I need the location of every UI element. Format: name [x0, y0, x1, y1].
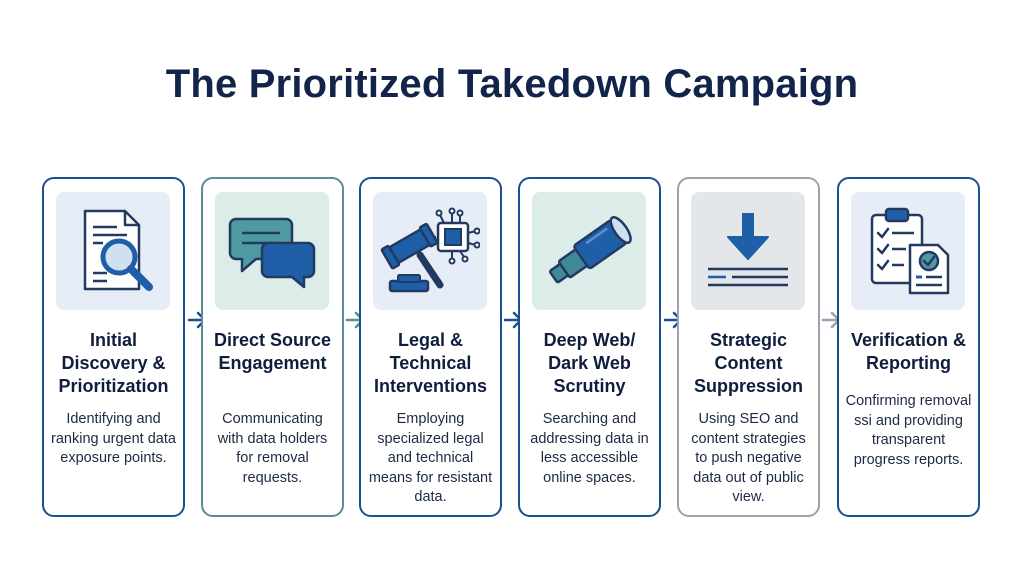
- step-card-direct-source: Direct Source Engagement Communicating w…: [201, 177, 344, 517]
- step-description: Employing specialized legal and technica…: [368, 411, 493, 505]
- step-title: Initial Discovery & Prioritization: [58, 330, 169, 396]
- down-arrow-lines-icon: [708, 213, 788, 287]
- step-card-content-suppression: Strategic Content Suppression Using SEO …: [677, 177, 820, 517]
- step-description: Communicating with data holders for remo…: [217, 411, 328, 486]
- step-title: Deep Web/ Dark Web Scrutiny: [543, 330, 636, 396]
- chat-bubbles-icon: [228, 217, 316, 289]
- step-description: Identifying and ranking urgent data expo…: [51, 411, 176, 466]
- icon-box: [851, 192, 965, 310]
- icon-box: [56, 192, 170, 310]
- icon-box: [532, 192, 646, 310]
- icon-box: [215, 192, 329, 310]
- page-title: The Prioritized Takedown Campaign: [165, 62, 859, 106]
- clipboard-checklist-icon: [870, 207, 950, 295]
- step-description: Confirming removal ssi and providing tra…: [845, 393, 972, 468]
- step-card-deep-web: Deep Web/ Dark Web Scrutiny Searching an…: [518, 177, 661, 517]
- icon-box: [373, 192, 487, 310]
- step-description: Using SEO and content strategies to push…: [691, 411, 806, 505]
- step-description: Searching and addressing data in less ac…: [530, 411, 649, 486]
- step-card-initial-discovery: Initial Discovery & Prioritization Ident…: [42, 177, 185, 517]
- document-magnifier-icon: [83, 209, 153, 291]
- gavel-chip-icon: [380, 207, 480, 293]
- step-title: Legal & Technical Interventions: [373, 330, 488, 396]
- icon-box: [691, 192, 805, 310]
- step-title: Strategic Content Suppression: [693, 330, 804, 396]
- step-card-legal-technical: Legal & Technical Interventions Employin…: [359, 177, 502, 517]
- telescope-icon: [549, 216, 632, 284]
- step-title: Direct Source Engagement: [213, 330, 332, 373]
- step-title: Verification & Reporting: [850, 330, 967, 373]
- step-card-verification: Verification & Reporting Confirming remo…: [837, 177, 980, 517]
